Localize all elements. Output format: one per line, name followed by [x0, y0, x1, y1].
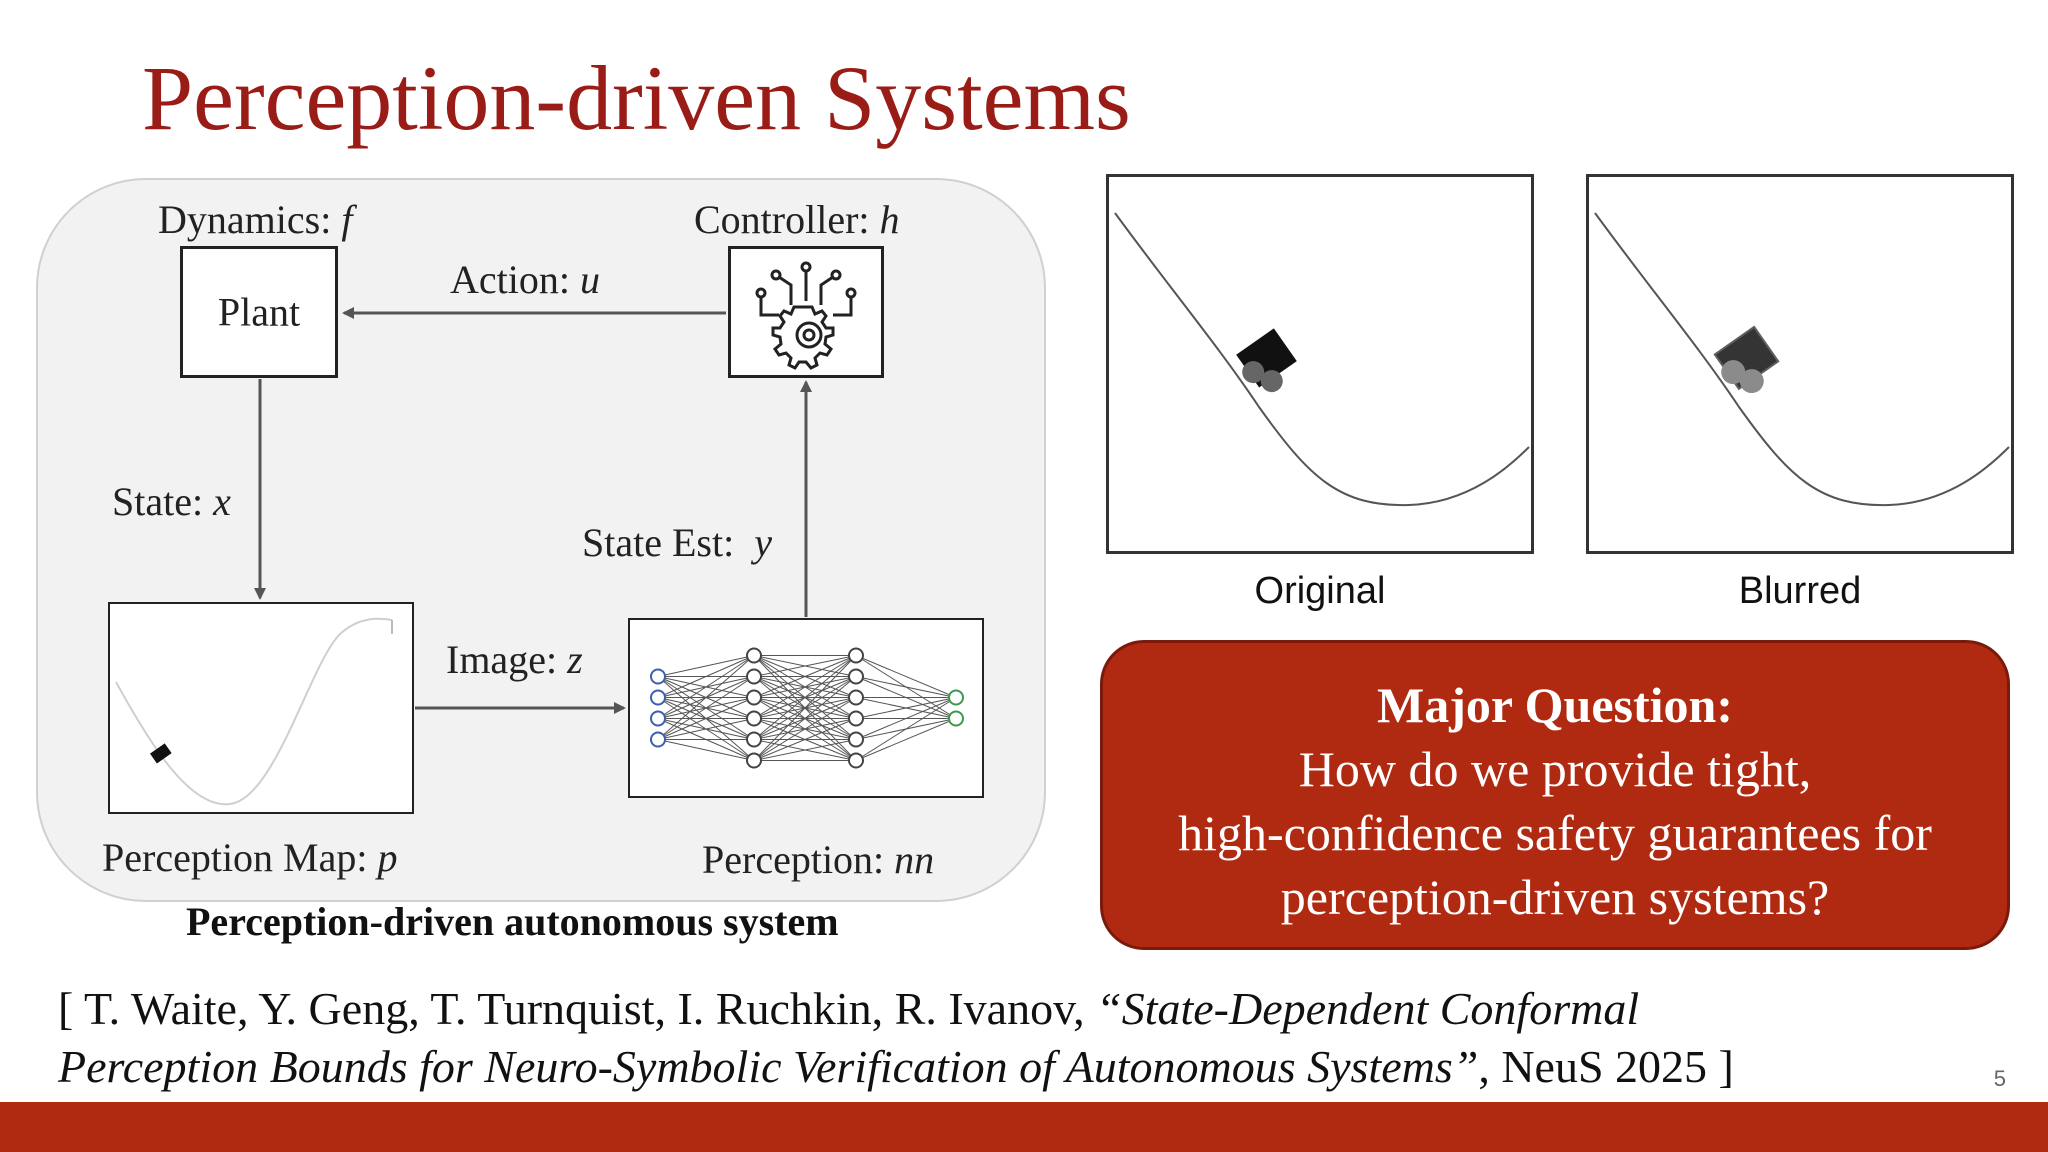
perception-map-box: [108, 602, 414, 814]
perception-map-label: Perception Map: p: [102, 835, 398, 880]
major-question-box: Major Question: How do we provide tight,…: [1100, 640, 2010, 950]
plant-label: Plant: [217, 289, 301, 335]
question-line-3: perception-driven systems?: [1280, 869, 1830, 925]
nn-node: [848, 668, 864, 685]
nn-node: [746, 752, 762, 769]
blurred-label: Blurred: [1738, 570, 1862, 612]
nn-node: [948, 689, 964, 706]
neural-network-icon: [650, 647, 964, 769]
nn-node: [650, 668, 666, 685]
controller-box: [728, 246, 884, 378]
gear-circuit-icon: [755, 261, 857, 370]
car-icon: [150, 743, 172, 764]
original-thumbnail: [1106, 174, 1534, 554]
nn-node: [746, 647, 762, 664]
diagram-caption: Perception-driven autonomous system: [186, 899, 839, 944]
image-label: Image: z: [446, 637, 583, 682]
nn-node: [746, 668, 762, 685]
perception-box: [628, 618, 984, 798]
nn-node: [848, 731, 864, 748]
nn-node: [650, 710, 666, 727]
question-heading: Major Question:: [1377, 677, 1733, 733]
original-label: Original: [1254, 570, 1386, 612]
citation-line-1: [ T. Waite, Y. Geng, T. Turnquist, I. Ru…: [58, 983, 1640, 1034]
citation: [ T. Waite, Y. Geng, T. Turnquist, I. Ru…: [58, 980, 1734, 1096]
nn-node: [848, 689, 864, 706]
perception-label: Perception: nn: [702, 837, 935, 882]
controller-label: Controller: h: [694, 197, 900, 242]
nn-node: [848, 752, 864, 769]
question-line-1: How do we provide tight,: [1298, 741, 1812, 797]
nn-node: [848, 647, 864, 664]
nn-node: [650, 731, 666, 748]
action-label: Action: u: [450, 257, 600, 302]
nn-node: [746, 731, 762, 748]
nn-node: [746, 689, 762, 706]
slide-title: Perception-driven Systems: [142, 47, 1131, 149]
car-icon: [1236, 328, 1297, 393]
blurred-thumbnail: [1586, 174, 2014, 554]
perception-map-image: [115, 617, 393, 806]
original-image: [1114, 212, 1530, 507]
footer-accent-bar: [0, 1102, 2048, 1152]
question-line-2: high-confidence safety guarantees for: [1178, 805, 1932, 861]
blurred-image: [1594, 212, 2010, 507]
state-label: State: x: [112, 479, 231, 524]
plant-box: Plant: [180, 246, 338, 378]
nn-node: [848, 710, 864, 727]
page-number: 5: [1993, 1066, 2006, 1091]
citation-line-2: Perception Bounds for Neuro-Symbolic Ver…: [58, 1041, 1734, 1092]
nn-node: [948, 710, 964, 727]
car-icon: [1713, 325, 1780, 394]
state-est-label: State Est: y: [582, 520, 772, 565]
nn-node: [746, 710, 762, 727]
dynamics-label: Dynamics: f: [158, 197, 353, 242]
nn-node: [650, 689, 666, 706]
